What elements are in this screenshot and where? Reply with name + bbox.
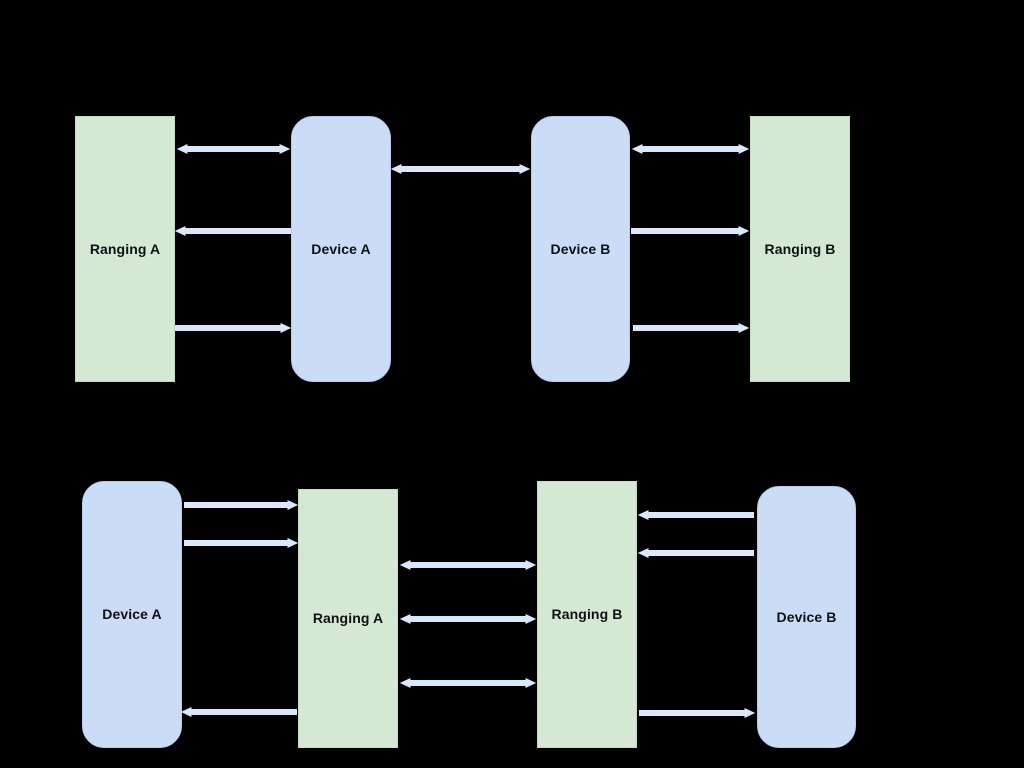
node-label-bot-device-b: Device B xyxy=(776,608,837,625)
node-bot-device-a[interactable]: Device A xyxy=(82,481,182,748)
node-label-bot-ranging-a: Ranging A xyxy=(312,610,384,627)
node-label-bot-ranging-b: Ranging B xyxy=(551,606,623,623)
node-bot-ranging-b[interactable]: Ranging B xyxy=(537,481,637,748)
node-label-bot-device-a: Device A xyxy=(102,606,162,623)
node-bot-ranging-a[interactable]: Ranging A xyxy=(298,489,398,748)
node-bot-device-b[interactable]: Device B xyxy=(757,486,856,748)
node-top-ranging-a[interactable]: Ranging A xyxy=(75,116,175,382)
